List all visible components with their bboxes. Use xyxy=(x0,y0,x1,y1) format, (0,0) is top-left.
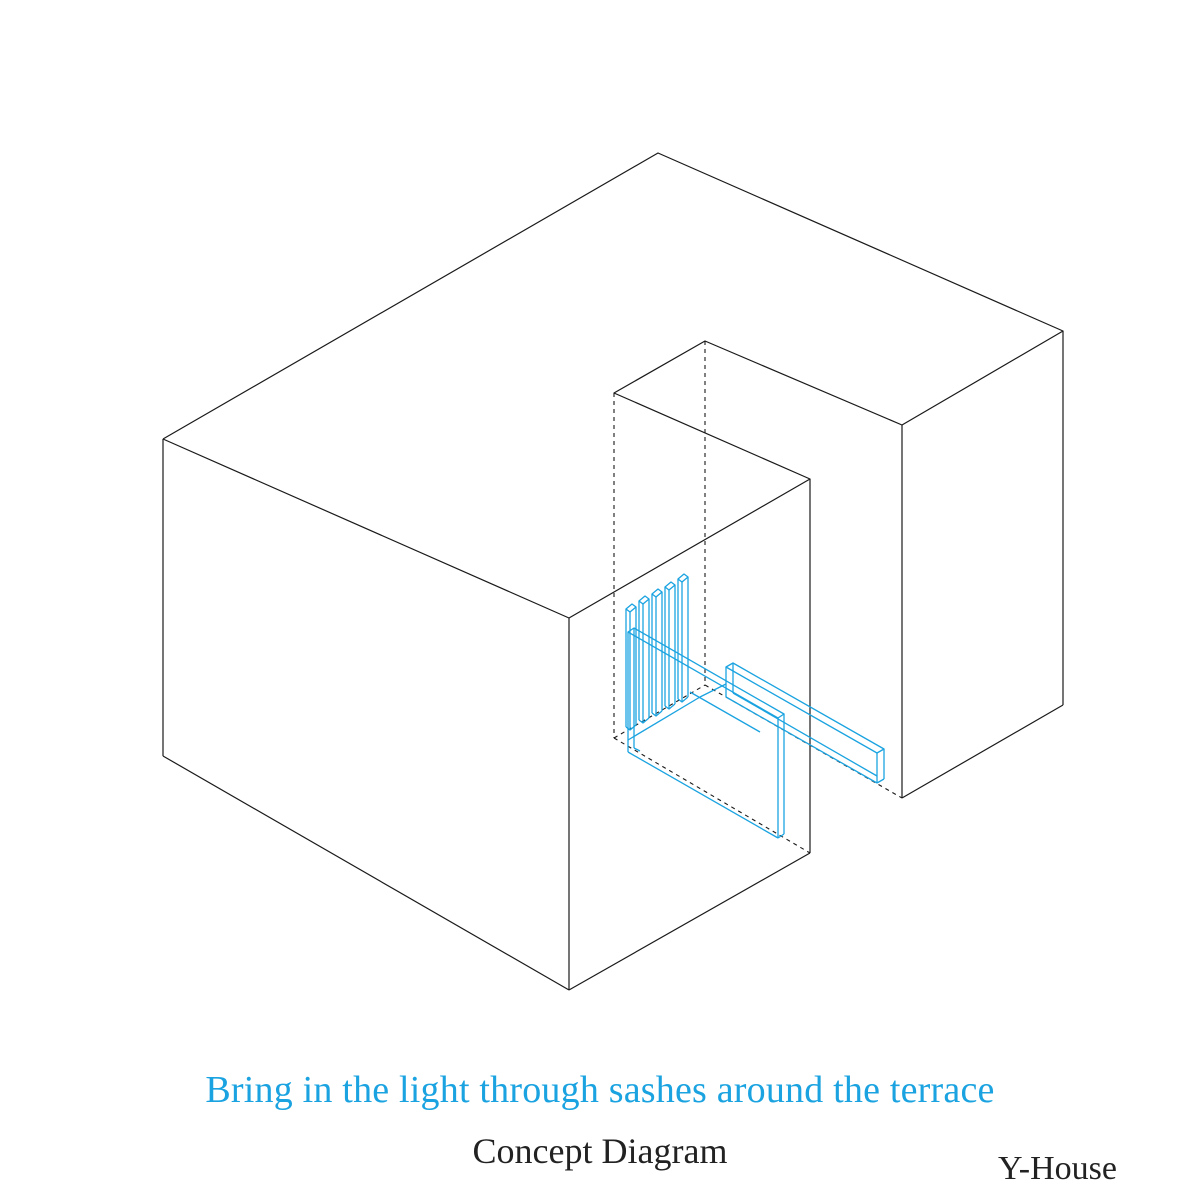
building-top-outline xyxy=(162,152,1064,619)
building-volume xyxy=(162,152,1064,991)
sash-fin xyxy=(664,581,676,710)
project-name: Y-House xyxy=(998,1150,1117,1187)
building-base-front xyxy=(568,852,811,991)
diagram-caption: Bring in the light through sashes around… xyxy=(205,1069,995,1111)
diagram-subtitle: Concept Diagram xyxy=(472,1131,728,1171)
sash-fin xyxy=(677,573,689,703)
building-base-right-wing xyxy=(901,704,1064,799)
terrace-hidden-edges xyxy=(613,341,903,854)
low-horizontal-sash xyxy=(725,662,885,784)
sash-fin xyxy=(651,588,663,717)
front-sash-panel xyxy=(627,627,785,839)
vertical-sash-fins xyxy=(625,573,689,731)
sash-fin xyxy=(638,595,650,724)
terrace-sashes xyxy=(625,573,885,839)
building-base-left xyxy=(162,755,570,991)
sash-floor-track xyxy=(627,683,761,741)
sash-fin xyxy=(625,603,637,731)
